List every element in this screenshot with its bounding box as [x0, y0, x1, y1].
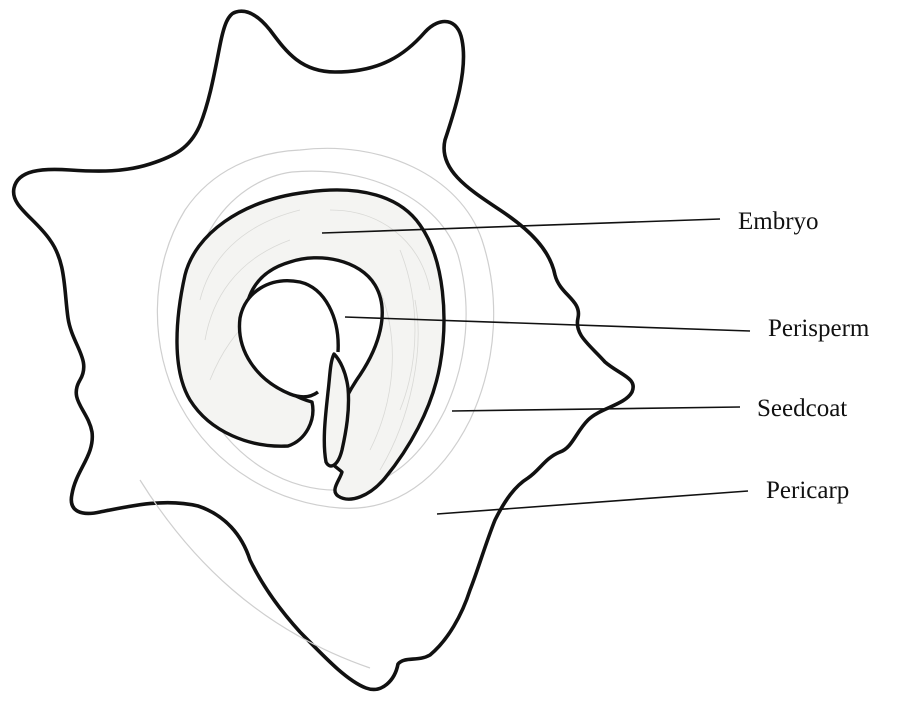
label-seedcoat: Seedcoat [757, 395, 847, 422]
label-embryo: Embryo [738, 208, 819, 235]
label-pericarp: Pericarp [766, 477, 849, 504]
label-perisperm: Perisperm [768, 315, 870, 342]
